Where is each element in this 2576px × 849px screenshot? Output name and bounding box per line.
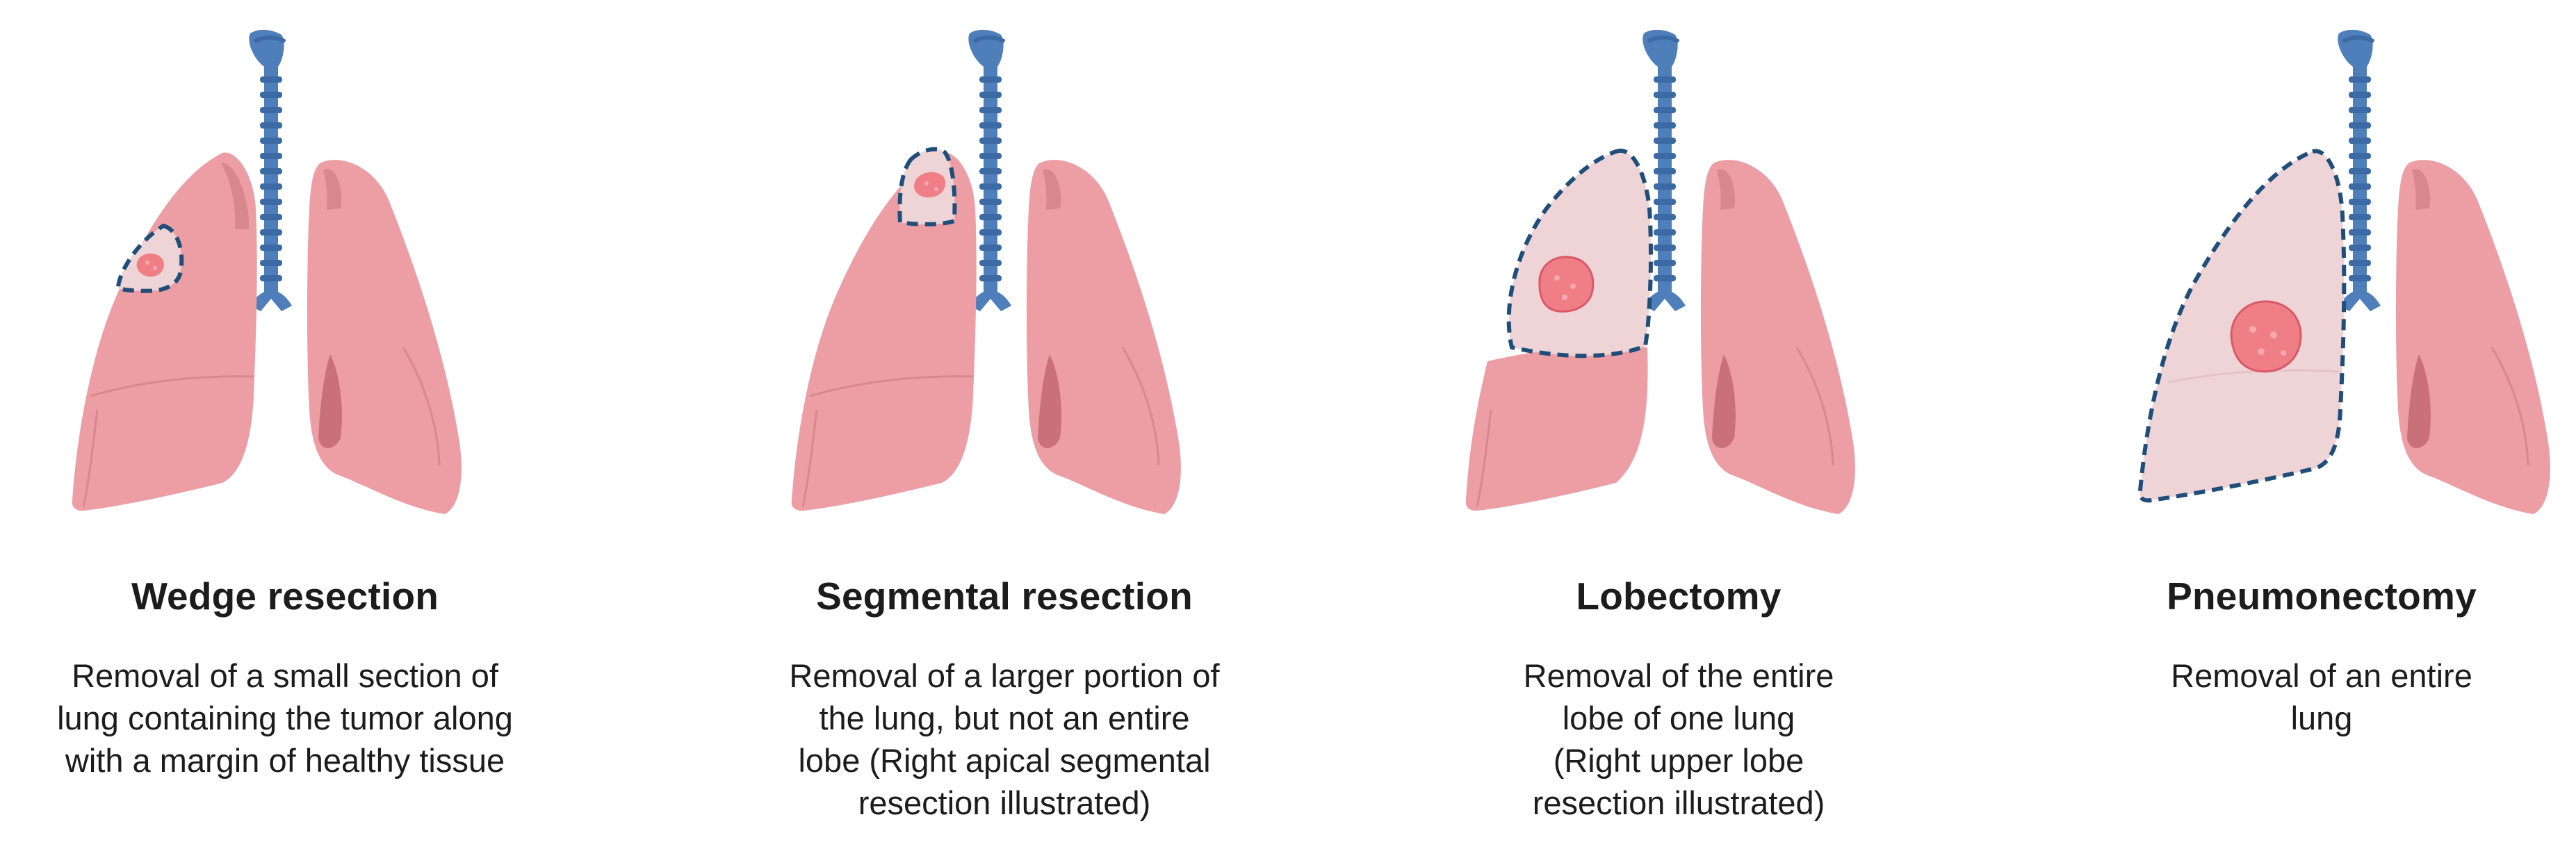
trachea-icon — [249, 29, 292, 311]
description-line: Removal of an entire — [2171, 657, 2472, 694]
trachea-icon — [1642, 29, 1686, 311]
description-line: resection illustrated) — [858, 784, 1151, 821]
description-line: (Right upper lobe — [1553, 742, 1804, 779]
right-lung-icon — [1465, 346, 1648, 511]
description-line: Removal of the entire — [1523, 657, 1834, 694]
panel-description: Removal of the entire lobe of one lung (… — [1408, 654, 1950, 824]
left-lung-icon — [2395, 160, 2550, 514]
trachea-icon — [2338, 29, 2381, 311]
panel-title: Wedge resection — [131, 575, 439, 618]
trachea-icon — [968, 29, 1011, 311]
description-line: the lung, but not an entire — [819, 700, 1190, 736]
panel-description: Removal of an entire lung — [2082, 654, 2561, 739]
left-lung-icon — [1700, 160, 1855, 514]
lung-illustration-lobectomy — [1465, 29, 1855, 514]
panel-wedge-resection: Wedge resection Removal of a small secti… — [14, 0, 556, 849]
resection-outline — [1506, 148, 1653, 358]
lung-illustration-wedge — [72, 29, 462, 514]
panel-lobectomy: Lobectomy Removal of the entire lobe of … — [1408, 0, 1950, 849]
description-line: Removal of a larger portion of — [789, 657, 1220, 694]
tumor-icon — [1538, 256, 1595, 313]
lung-illustration-pneumonectomy — [2137, 29, 2550, 514]
lung-illustration-segmental — [791, 29, 1181, 514]
left-lung-icon — [307, 160, 462, 514]
description-line: lobe (Right apical segmental — [798, 742, 1211, 779]
left-lung-icon — [1026, 160, 1181, 514]
panel-title: Pneumonectomy — [2167, 575, 2477, 618]
panel-description: Removal of a larger portion of the lung,… — [733, 654, 1275, 824]
tumor-icon — [136, 253, 164, 277]
panel-title: Lobectomy — [1576, 575, 1782, 618]
panel-segmental-resection: Segmental resection Removal of a larger … — [733, 0, 1275, 849]
description-line: Removal of a small section of — [72, 657, 498, 694]
description-line: lobe of one lung — [1562, 700, 1795, 736]
tumor-icon — [914, 172, 946, 198]
panel-description: Removal of a small section of lung conta… — [14, 654, 556, 782]
right-lung-icon — [791, 152, 977, 511]
description-line: lung — [2290, 700, 2353, 736]
description-line: lung containing the tumor along — [57, 700, 513, 736]
description-line: resection illustrated) — [1532, 784, 1825, 821]
panel-title: Segmental resection — [816, 575, 1193, 618]
tumor-icon — [2230, 300, 2302, 373]
right-lung-icon — [72, 152, 257, 511]
panel-pneumonectomy: Pneumonectomy Removal of an entire lung — [2082, 0, 2561, 849]
description-line: with a margin of healthy tissue — [65, 742, 505, 779]
